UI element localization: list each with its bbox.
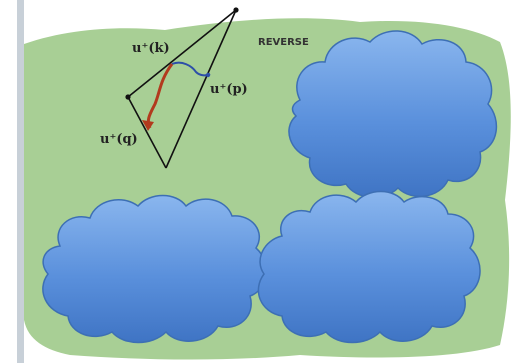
- vertex-top: [233, 7, 239, 13]
- triangle-edge-left: [127, 96, 167, 169]
- cloud-top-right: [288, 30, 498, 199]
- cloud-bottom-left: [42, 194, 267, 344]
- left-edge-bar: [17, 0, 24, 363]
- vertex-left: [125, 94, 131, 100]
- blue-arc-endpoint: [205, 72, 211, 78]
- label-u-k: u⁺(k): [132, 41, 170, 56]
- red-arrowhead-icon: [142, 120, 154, 131]
- triangle-edge-top: [127, 9, 237, 98]
- label-reverse: REVERSE: [258, 37, 309, 48]
- cloud-bottom-right: [257, 190, 481, 344]
- triangle-edge-right: [165, 9, 237, 169]
- triangle: [127, 9, 237, 169]
- label-u-p: u⁺(p): [210, 82, 248, 97]
- label-u-q: u⁺(q): [100, 132, 138, 147]
